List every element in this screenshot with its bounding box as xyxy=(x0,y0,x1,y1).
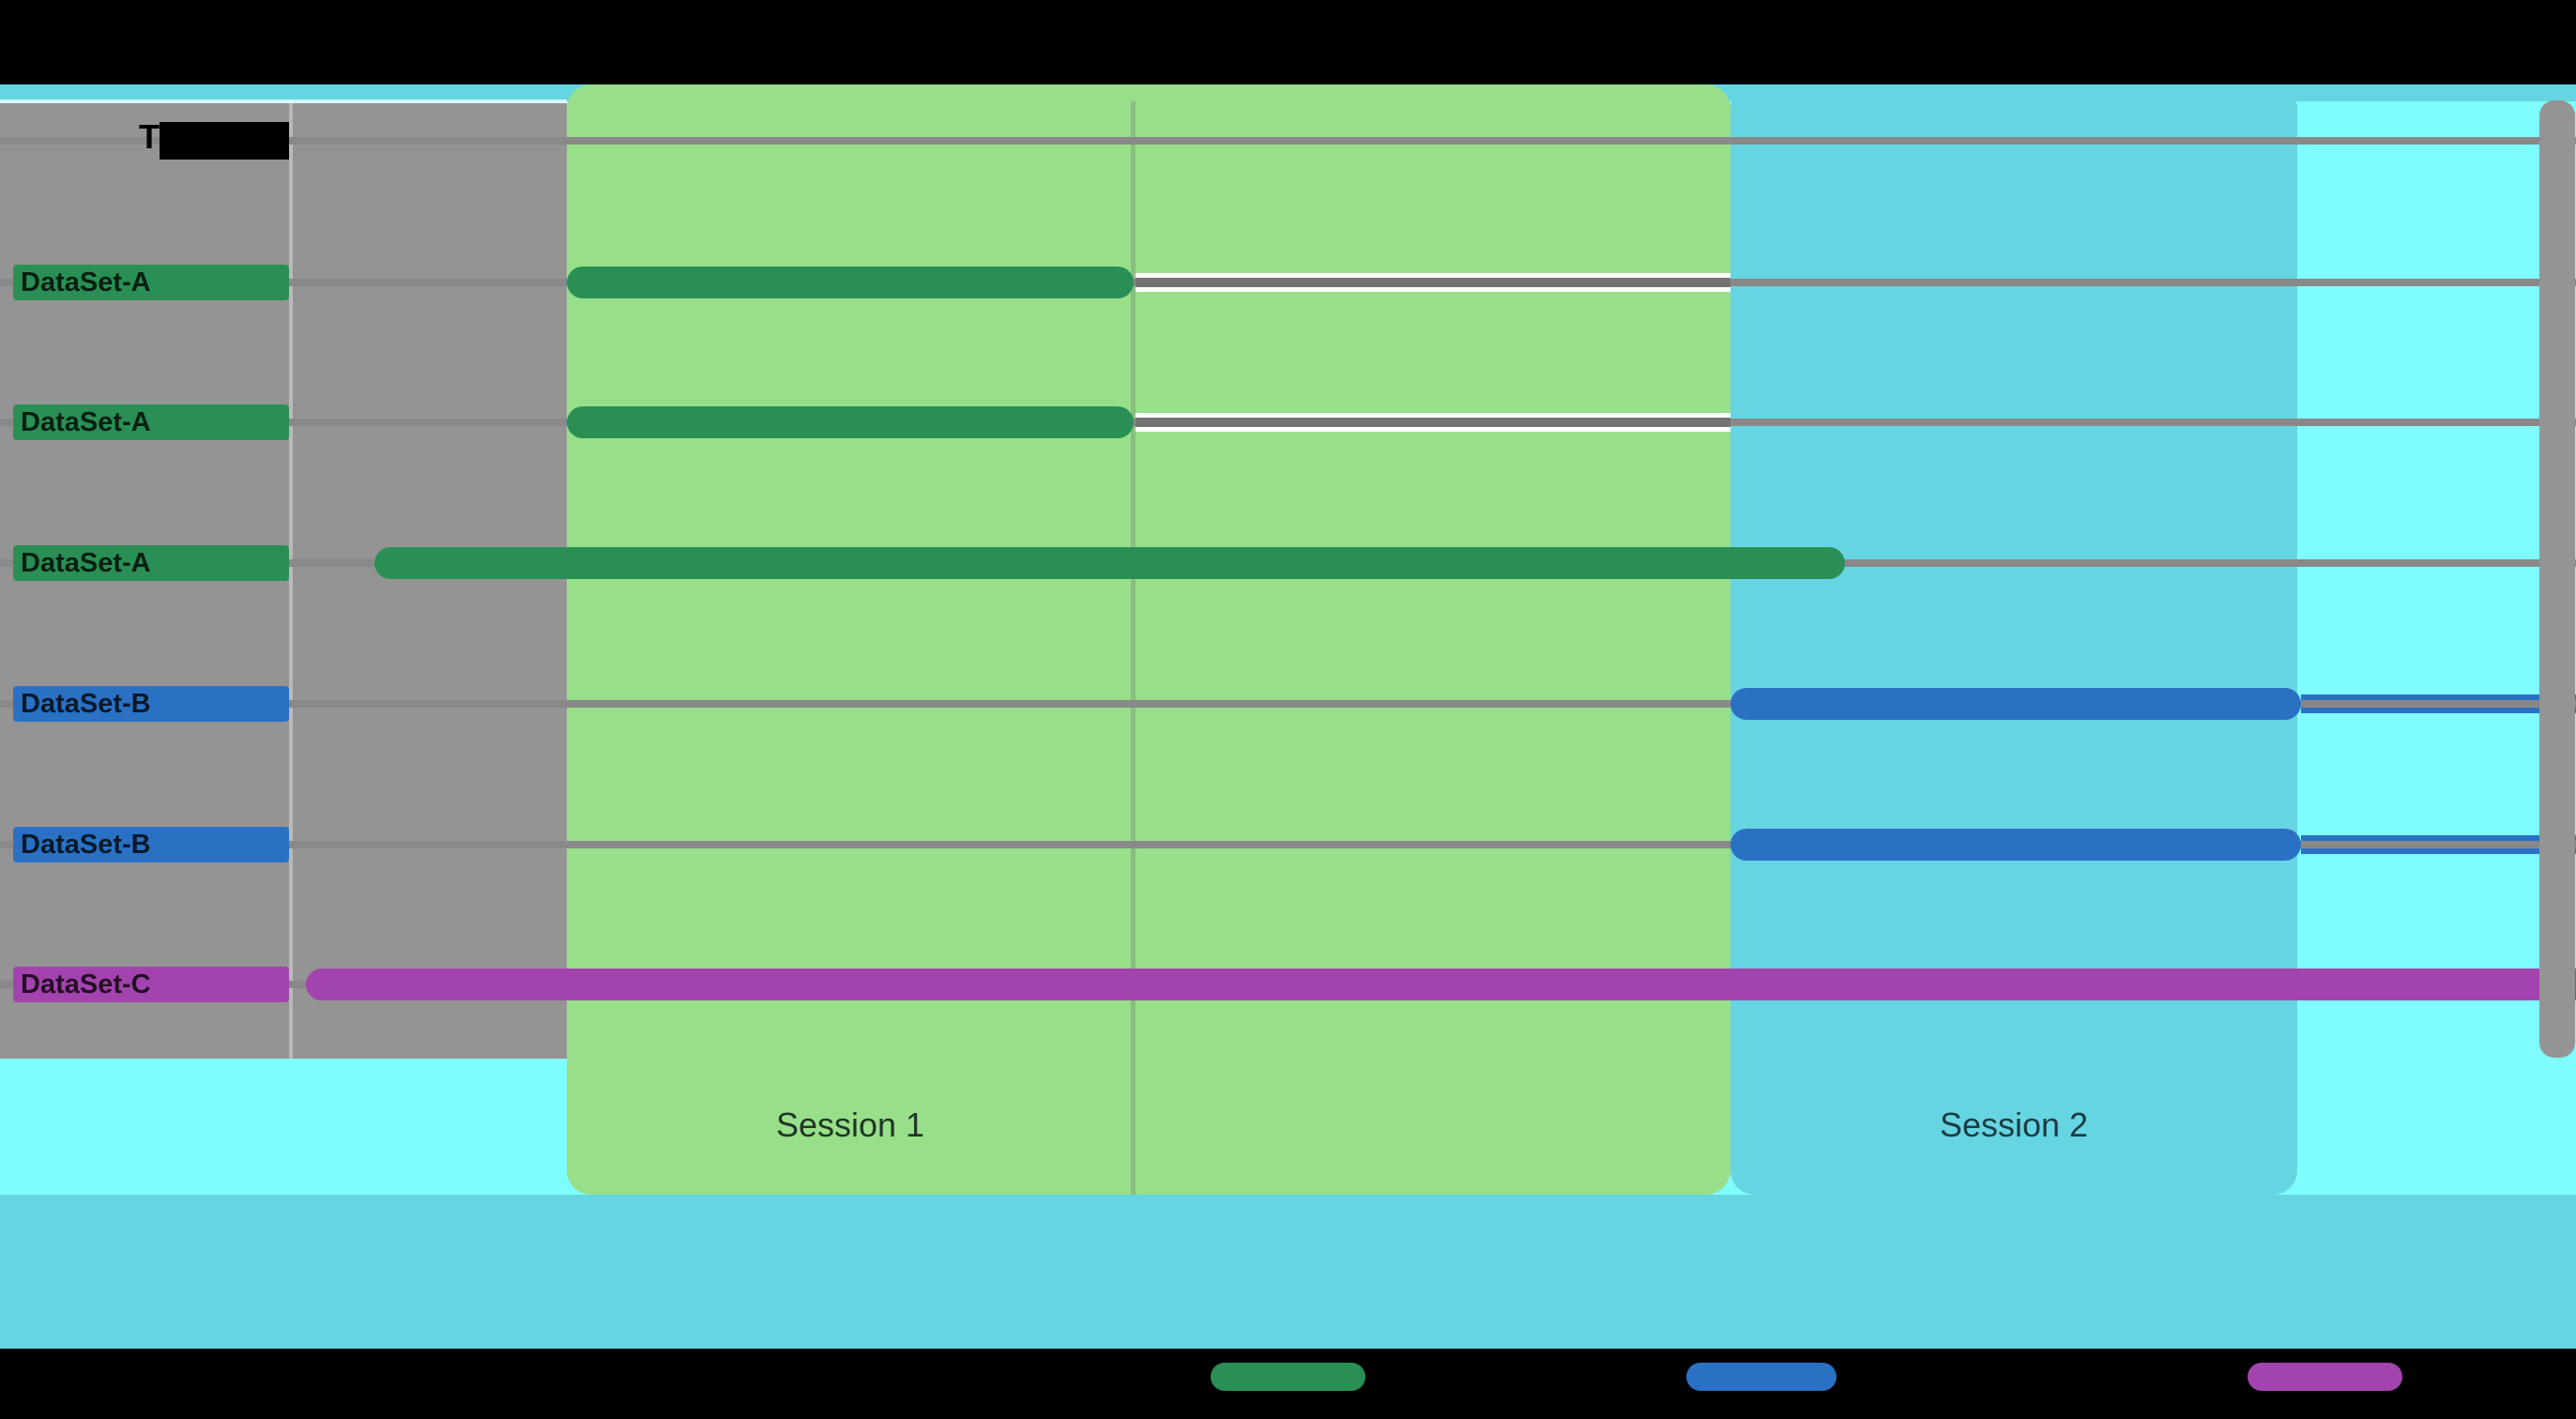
gridline-dark-segment xyxy=(1136,278,1730,287)
legend-swatch xyxy=(1686,1363,1837,1391)
scrollbar-thumb[interactable] xyxy=(2539,100,2575,1058)
legend-bar xyxy=(0,1349,2576,1419)
row-label: DataSet-A xyxy=(13,545,289,581)
top-divider-line xyxy=(0,99,567,103)
mid-session-divider xyxy=(1131,101,1136,1195)
row-label: DataSet-B xyxy=(13,686,289,722)
gridline xyxy=(0,841,2576,848)
row-label: DataSet-A xyxy=(13,265,289,300)
row-bar xyxy=(306,969,2576,1000)
row-bar xyxy=(567,406,1134,438)
row-label: DataSet-A xyxy=(13,404,289,440)
pre-session-panel xyxy=(0,103,567,1059)
row-label-text: DataSet-A xyxy=(21,548,151,578)
gridline-dark-segment xyxy=(1136,418,1730,427)
gridline xyxy=(0,137,2576,145)
session-1-panel xyxy=(567,84,1730,1195)
time-axis-label: T xyxy=(139,116,298,161)
row-label: DataSet-B xyxy=(13,827,289,862)
row-label-text: DataSet-A xyxy=(21,267,151,298)
row-bar xyxy=(1730,829,2301,861)
legend-swatch xyxy=(2248,1363,2402,1391)
row-label-text: DataSet-C xyxy=(21,969,151,999)
outer-band-bottom xyxy=(0,1195,2576,1349)
row-label-text: DataSet-A xyxy=(21,407,151,437)
session-1-label: Session 1 xyxy=(775,1106,925,1144)
time-axis-label-fragment: T xyxy=(139,117,160,156)
gridline xyxy=(0,700,2576,708)
row-bar xyxy=(1730,688,2301,720)
time-axis-label-redaction-box xyxy=(160,122,289,160)
row-label-text: DataSet-B xyxy=(21,830,151,860)
title-bar xyxy=(0,0,2576,84)
legend-swatch xyxy=(1211,1363,1365,1391)
label-column-divider xyxy=(289,103,293,1059)
row-bar xyxy=(374,547,1845,579)
row-label-text: DataSet-B xyxy=(21,689,151,719)
session-2-label: Session 2 xyxy=(1939,1106,2089,1144)
session-2-panel xyxy=(1730,84,2297,1195)
row-label: DataSet-C xyxy=(13,967,289,1002)
row-bar xyxy=(567,267,1134,298)
